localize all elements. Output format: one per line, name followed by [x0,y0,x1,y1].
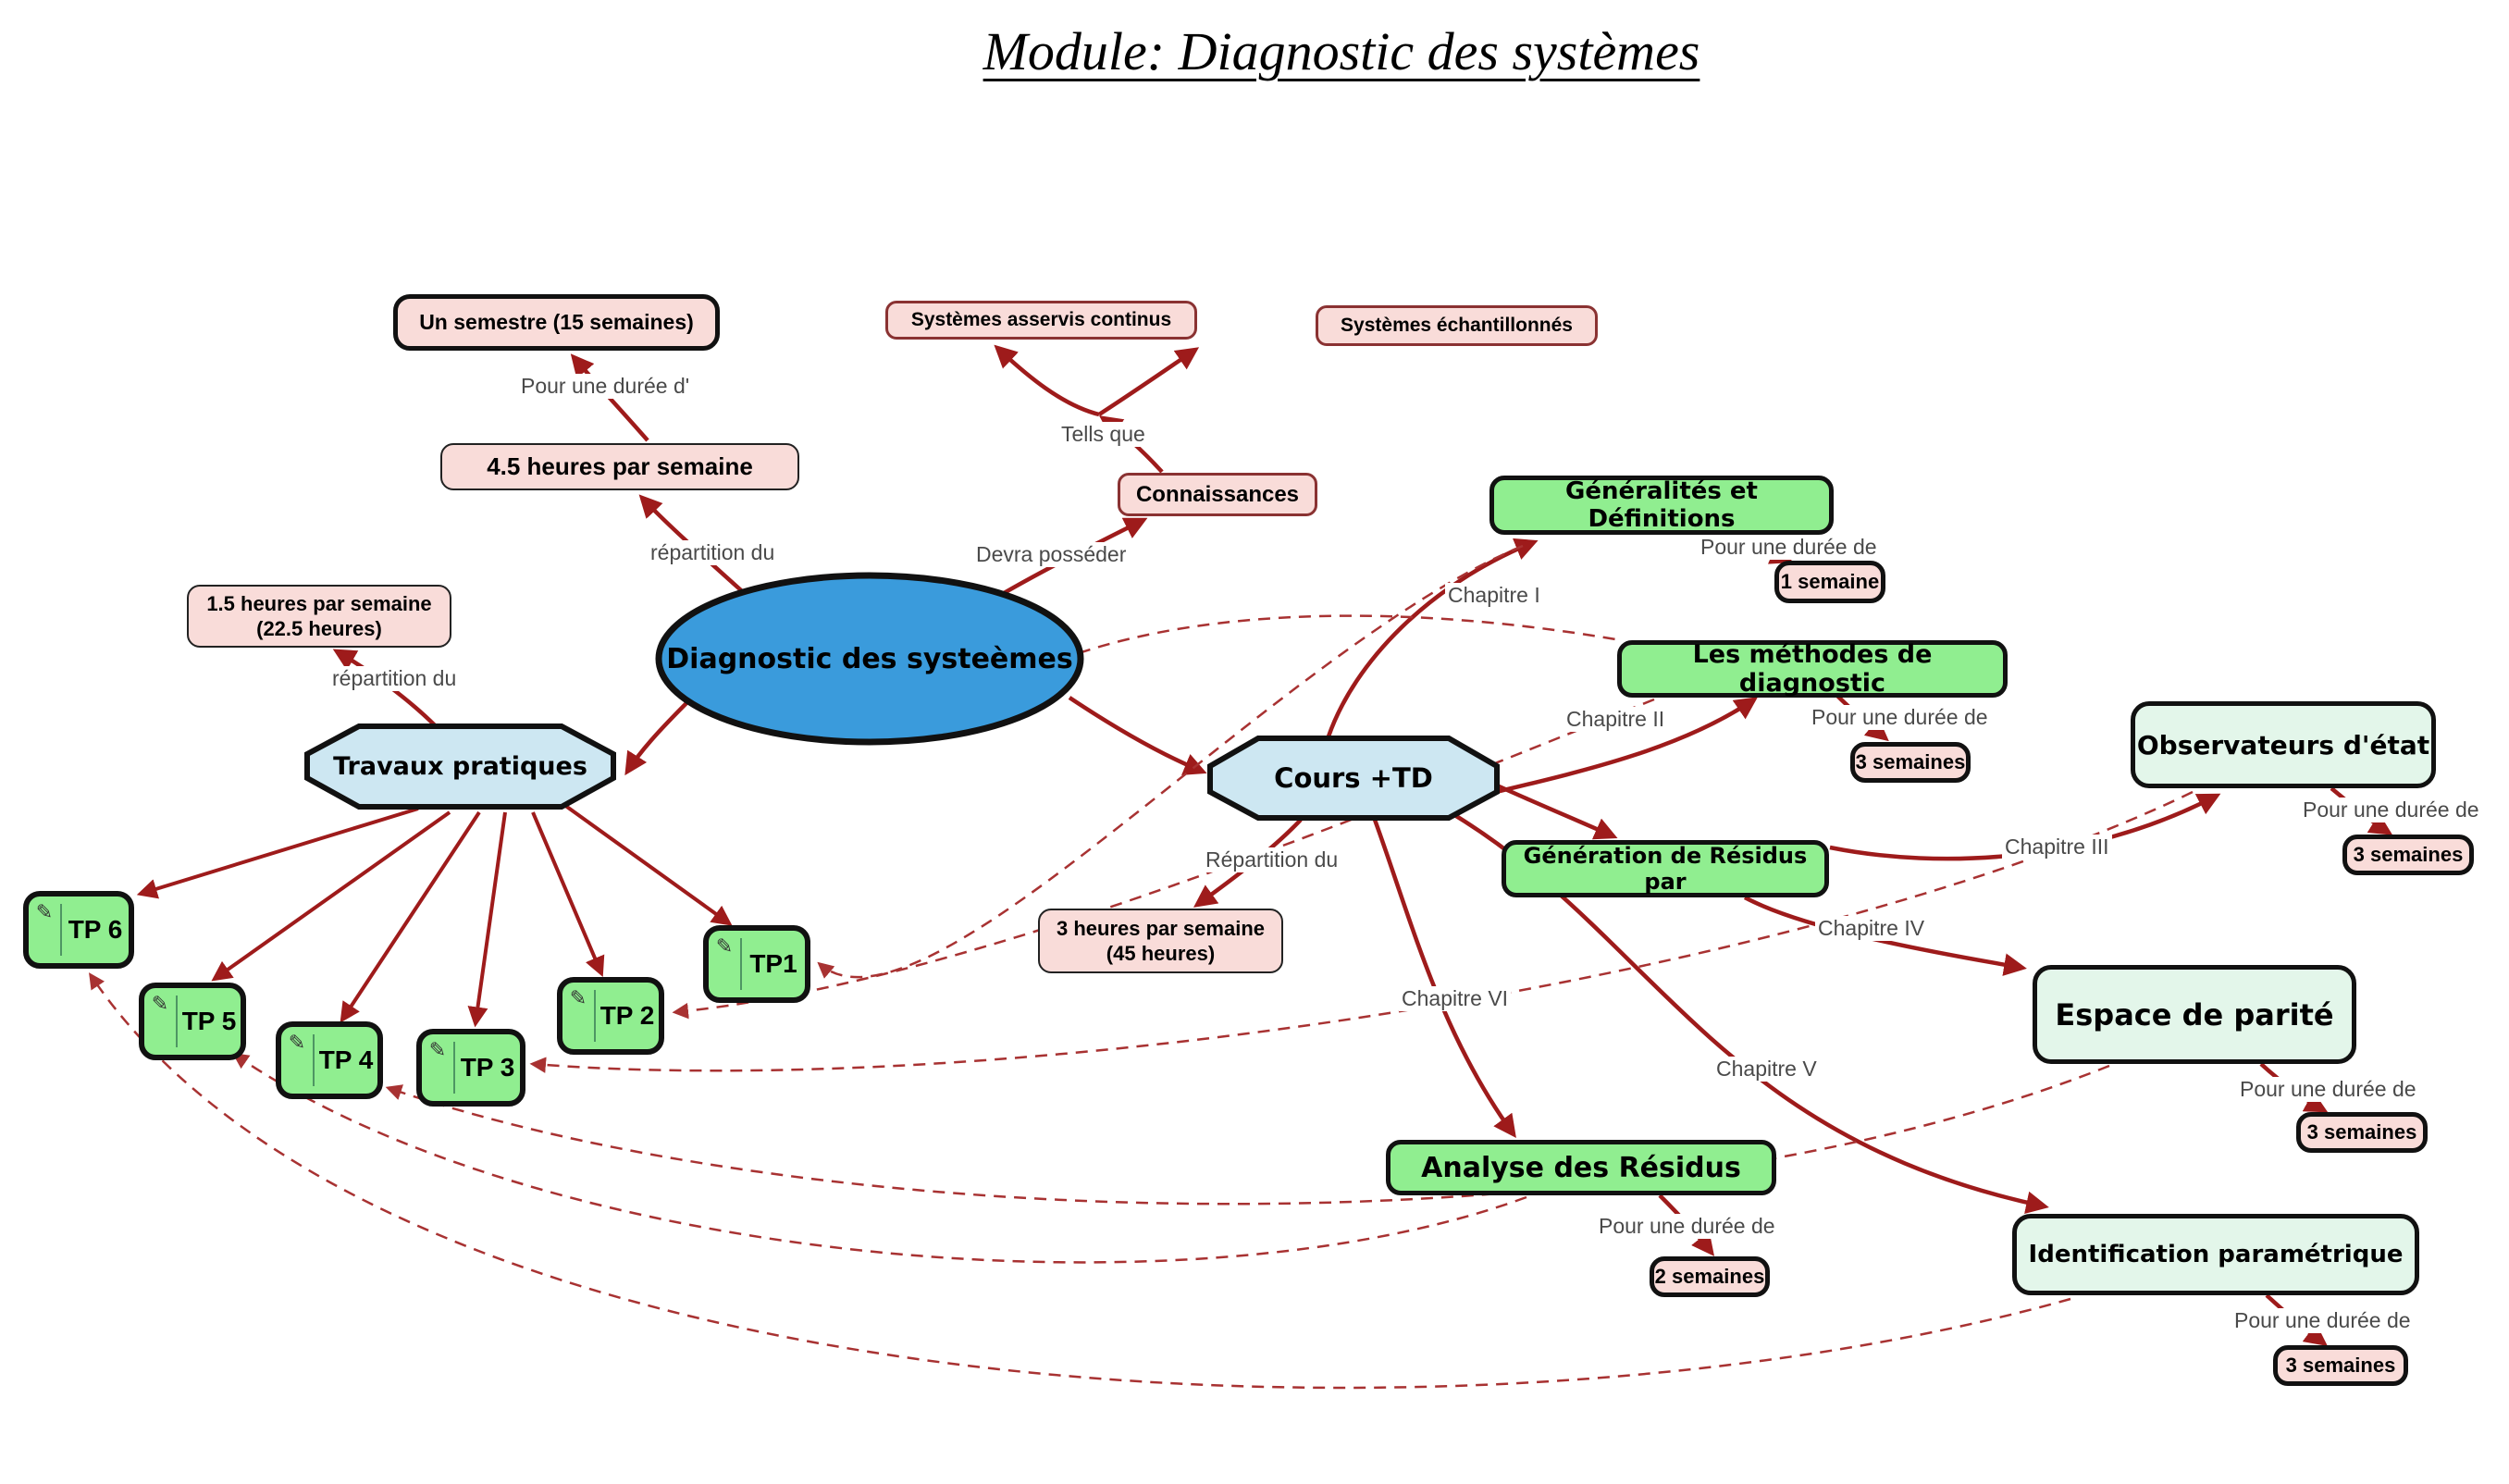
edge-central-to-cours [1068,696,1207,775]
pencil-icon: ✎ [288,1031,306,1054]
badge-duration-generalites[interactable]: 1 semaine [1774,561,1885,603]
node-tp1[interactable]: ✎ TP1 [703,925,810,1003]
node-15-heures-line1: 1.5 heures par semaine [206,591,432,615]
edge-label-chapitre-6[interactable]: Chapitre VI [1399,986,1512,1011]
dashed-identification-to-tp6 [89,972,2071,1390]
dashed-central-to-methodes [1078,614,1622,655]
edge-label-repartition-du-cours[interactable]: Répartition du [1203,847,1341,872]
edge-travaux-to-tp5 [211,810,451,982]
pencil-icon: ✎ [715,934,734,958]
pencil-icon: ✎ [569,986,587,1009]
node-3-heures-line1: 3 heures par semaine [1056,916,1265,940]
pencil-icon: ✎ [428,1038,447,1061]
node-generalites[interactable]: Généralités et Définitions [1489,476,1834,535]
tp-label: TP 3 [460,1053,515,1082]
edge-cours-to-generalites [1326,538,1539,737]
node-systemes-asservis[interactable]: Systèmes asservis continus [885,301,1197,340]
node-tp6[interactable]: ✎ TP 6 [23,891,134,969]
edge-label-chapitre-3[interactable]: Chapitre III [2002,835,2112,859]
tp-divider [60,904,62,956]
node-methodes[interactable]: Les méthodes de diagnostic [1617,640,2008,698]
central-node-shape[interactable] [655,572,1084,746]
edge-to-systemes-echantillonnes [1097,347,1200,416]
badge-duration-analyse[interactable]: 2 semaines [1650,1256,1770,1297]
edge-to-systemes-asservis [994,344,1100,417]
edge-travaux-to-tp4 [340,810,481,1023]
cours-td-shape[interactable] [1207,736,1500,821]
edge-travaux-to-tp3 [467,811,507,1028]
node-generation[interactable]: Génération de Résidus par [1502,840,1829,897]
badge-duration-espace[interactable]: 3 semaines [2296,1112,2428,1153]
tp-divider [176,996,178,1047]
node-analyse-residus[interactable]: Analyse des Résidus [1386,1140,1776,1195]
edge-h45-to-un-semestre [570,353,649,442]
edge-label-tells-que[interactable]: Tells que [1058,422,1148,447]
edge-travaux-to-tp2 [531,811,605,978]
node-systemes-echantillonnes[interactable]: Systèmes échantillonnés [1316,305,1598,346]
tp-divider [453,1042,455,1094]
node-espace-parite[interactable]: Espace de parité [2033,965,2356,1064]
travaux-pratiques-shape[interactable] [304,723,616,810]
cours-td-label[interactable]: Cours +TD [1274,762,1433,794]
node-tp5[interactable]: ✎ TP 5 [139,983,246,1060]
edge-label-duree-identification[interactable]: Pour une durée de [2231,1308,2414,1333]
pencil-icon: ✎ [151,992,169,1015]
tp-label: TP 5 [181,1007,237,1035]
edge-label-chapitre-5[interactable]: Chapitre V [1713,1057,1820,1082]
node-15-heures[interactable]: 1.5 heures par semaine(22.5 heures) [187,585,451,648]
tp-divider [740,938,742,990]
node-connaissances[interactable]: Connaissances [1118,473,1317,516]
badge-duration-methodes[interactable]: 3 semaines [1850,742,1971,783]
node-3-heures-line2: (45 heures) [1106,942,1216,965]
edge-travaux-to-tp6 [136,807,419,899]
edge-label-duree-methodes[interactable]: Pour une durée de [1809,705,1991,730]
node-45-heures[interactable]: 4.5 heures par semaine [440,443,799,490]
badge-duration-identification[interactable]: 3 semaines [2273,1345,2408,1386]
node-identification[interactable]: Identification paramétrique [2012,1214,2419,1295]
tp-label: TP 4 [318,1045,374,1074]
edge-label-chapitre-1[interactable]: Chapitre I [1445,583,1543,608]
node-tp4[interactable]: ✎ TP 4 [276,1021,383,1099]
node-3-heures[interactable]: 3 heures par semaine(45 heures) [1038,909,1283,973]
tp-divider [594,990,596,1042]
edge-central-to-travaux [624,699,690,776]
node-un-semestre[interactable]: Un semestre (15 semaines) [393,294,720,351]
tp-label: TP 2 [599,1001,655,1030]
edge-label-duree-analyse[interactable]: Pour une durée de [1596,1214,1778,1239]
tp-label: TP 6 [68,915,123,944]
edge-label-pour-une-duree-d[interactable]: Pour une durée d' [518,374,693,399]
pencil-icon: ✎ [35,900,54,923]
tp-label: TP1 [749,949,797,978]
node-15-heures-line2: (22.5 heures) [256,617,382,640]
node-observateurs[interactable]: Observateurs d'état [2131,701,2436,788]
page-title: Module: Diagnostic des systèmes [983,21,1700,81]
edge-label-chapitre-4[interactable]: Chapitre IV [1815,916,1928,941]
edge-label-repartition-du-h45[interactable]: répartition du [648,540,778,565]
edge-cours-to-analyse [1372,819,1516,1139]
node-tp3[interactable]: ✎ TP 3 [416,1029,525,1107]
dashed-espace-to-tp4 [385,1064,2110,1206]
edge-label-chapitre-2[interactable]: Chapitre II [1563,707,1668,732]
edge-label-duree-generalites[interactable]: Pour une durée de [1698,535,1880,560]
edge-label-repartition-du-h15[interactable]: répartition du [329,666,460,691]
edge-cours-to-generation [1494,782,1618,840]
edge-label-devra-posseder[interactable]: Devra posséder [973,542,1130,567]
edge-cours-to-methodes [1472,697,1759,800]
travaux-pratiques-label[interactable]: Travaux pratiques [333,752,587,781]
node-tp2[interactable]: ✎ TP 2 [557,977,664,1055]
edge-travaux-to-tp1 [562,803,733,926]
edge-label-duree-observateurs[interactable]: Pour une durée de [2300,798,2482,822]
central-node-label[interactable]: Diagnostic des systeèmes [666,642,1073,675]
badge-duration-observateurs[interactable]: 3 semaines [2342,835,2474,875]
edge-label-duree-espace[interactable]: Pour une durée de [2237,1077,2419,1102]
tp-divider [313,1034,315,1086]
